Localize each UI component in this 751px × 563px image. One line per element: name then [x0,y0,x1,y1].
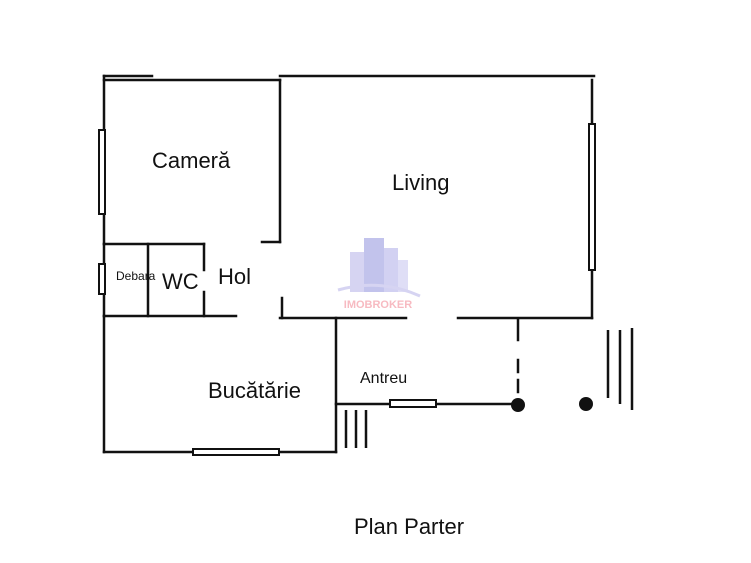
room-label-hol: Hol [218,264,251,289]
steps-bucatarie [344,410,368,448]
walls [102,74,596,454]
columns [511,397,593,412]
window-camera [98,129,106,215]
window-antreu [389,399,437,408]
column-right [579,397,593,411]
steps-entrance [606,328,634,410]
imobroker-watermark-logo: IMOBROKER [337,238,421,311]
room-label-wc: WC [162,269,199,294]
logo-building-tall [364,238,384,292]
column-left [511,398,525,412]
room-label-antreu: Antreu [360,370,407,387]
window-bucatarie [192,448,280,456]
logo-building-mid [384,248,398,292]
logo-building-right [398,260,408,292]
window-living [588,123,596,271]
room-label-bucatarie: Bucătărie [208,378,301,403]
room-label-living: Living [392,170,449,195]
windows [98,123,596,456]
room-label-debara: Debara [116,269,156,283]
plan-caption: Plan Parter [354,514,464,539]
room-label-camera: Cameră [152,148,231,173]
logo-building-left [350,252,364,292]
watermark-text: IMOBROKER [344,299,413,311]
logo-swoosh [337,283,421,298]
window-debara [98,263,106,295]
